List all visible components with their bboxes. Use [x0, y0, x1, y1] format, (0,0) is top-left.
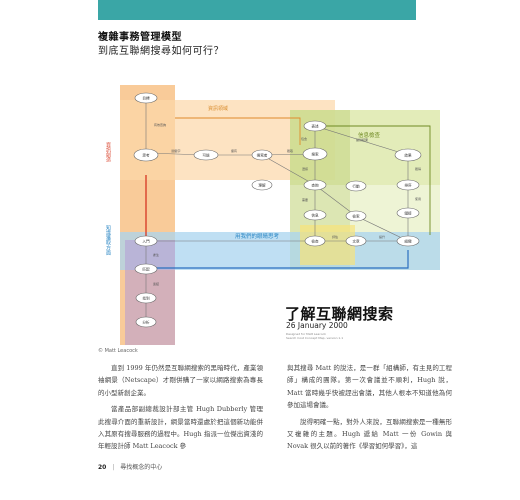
node-label: 信息 [311, 213, 319, 218]
paragraph: 當產品部副總裁設計部主管 Hugh Dubberly 管理此搜尋介面的重新設計，… [98, 405, 263, 451]
paragraph: 直到 1999 年仍然是互聯網搜索的黑暗時代，產業領袖網景（Netscape）才… [98, 364, 263, 397]
region-label-info-creation: 資訊創造 [105, 141, 111, 163]
edge-label: 有效查詢 [154, 122, 166, 127]
concept-node [135, 292, 157, 304]
concept-node [396, 179, 420, 191]
concept-node [133, 148, 159, 162]
node-label: 匹配 [142, 267, 150, 272]
green-flow-line [315, 125, 431, 235]
section-title: 複雜事務管理模型 [98, 32, 182, 43]
node-label: 結果 [404, 153, 412, 158]
footer-separator: | [112, 464, 115, 471]
edge-label: 獲得 [415, 166, 421, 171]
chapter-title: 尋找概念的中心 [120, 464, 163, 471]
link [314, 184, 357, 217]
paragraph: 與其搜尋 Matt 的說法，是一群「組構師，有主見的工程師」構成的團隊。第一次會… [287, 364, 452, 410]
node-label: 分析 [142, 320, 150, 325]
concept-node [134, 92, 158, 104]
section-subtitle: 到底互聯網搜尋如何可行？ [98, 46, 224, 57]
concept-nodes: 目標 思考 可能 搜索者 表述 搜索 查詢 信息 檢索 結果 排序 鏈接 [133, 92, 422, 328]
node-label: 排序 [404, 183, 412, 188]
orange-flow-line [175, 117, 301, 145]
article-date: 26 January 2000 [286, 321, 348, 330]
node-label: 組織 [404, 239, 412, 244]
edge-label: 需要 [302, 197, 308, 202]
node-label: 可能 [202, 153, 210, 158]
design-note-2: Search Cost Concept Map, version 1.1 [286, 336, 344, 340]
concept-node [193, 149, 219, 161]
edge-label: 獲取 [287, 148, 293, 153]
concept-node [304, 235, 326, 247]
node-label: 文章 [352, 239, 360, 244]
region-label-knowledge: 知識獲取方面 [105, 224, 111, 256]
concept-node [394, 148, 422, 162]
design-note-1: Designed for Matt Leacock [286, 332, 327, 336]
image-credit: © Matt Leacock [98, 348, 138, 354]
edge-label: 連結 [153, 281, 159, 286]
section-color-bar [98, 0, 416, 20]
page-number: 20 [98, 464, 107, 471]
edge-label: 關鍵字 [171, 148, 180, 153]
node-label: 表述 [311, 124, 319, 129]
concept-node [134, 235, 158, 247]
concept-node [303, 179, 327, 191]
node-label: 理解 [258, 183, 266, 188]
region-purple-column [125, 240, 175, 345]
node-label: 搜索者 [257, 153, 268, 158]
link [261, 154, 316, 186]
paragraph: 說得明確一點，對外人來說，互聯網搜索是一種無形又複雜的主題。Hugh 遞給 Ma… [287, 417, 452, 451]
edge-label: 產生 [153, 252, 159, 257]
region-label-info-domain: 資訊領域 [208, 105, 228, 112]
node-label: 鏈接 [404, 211, 412, 216]
body-column-left: 直到 1999 年仍然是互聯網搜索的黑暗時代，產業領袖網景（Netscape）才… [98, 362, 263, 457]
edge-label: 使用 [415, 196, 421, 201]
link [314, 125, 409, 156]
concept-node [303, 120, 327, 132]
link [355, 215, 409, 242]
concept-node [135, 316, 157, 328]
concept-node [345, 210, 367, 222]
node-label: 找到 [142, 296, 150, 301]
node-label: 查詢 [311, 183, 319, 188]
article-title: 了解互聯網搜索 [285, 305, 394, 323]
node-label: 檢查 [311, 239, 319, 244]
node-label: 檢索 [352, 214, 360, 219]
node-label: 搜索 [311, 152, 319, 157]
concept-node [251, 149, 273, 161]
node-label: 行動 [352, 184, 360, 189]
concept-node [345, 180, 367, 192]
page-footer: 20 | 尋找概念的中心 [98, 462, 162, 471]
node-label: 入門 [142, 239, 150, 244]
concept-node [251, 179, 273, 191]
node-label: 目標 [142, 96, 150, 101]
edge-label: 選擇 [302, 166, 308, 171]
region-label-eyes-thinking: 用我們的眼睛思考 [235, 232, 280, 240]
edge-label: 擁有 [231, 148, 237, 153]
concept-node [345, 235, 367, 247]
concept-node [396, 207, 420, 219]
edge-label: 包含 [301, 136, 307, 141]
edge-labels: 有效查詢 關鍵字 擁有 獲取 包含 提供結果 選擇 需要 獲得 使用 評估 提升… [153, 122, 421, 286]
body-column-right: 與其搜尋 Matt 的說法，是一群「組構師，有主見的工程師」構成的團隊。第一次會… [287, 362, 452, 457]
blue-feedback-line [156, 250, 409, 269]
edge-label: 提升 [379, 234, 385, 239]
region-label-info-check: 信息檢查 [358, 131, 381, 139]
edge-label: 提供結果 [356, 137, 368, 142]
concept-node [134, 263, 158, 275]
concept-node [302, 147, 328, 161]
concept-node [303, 209, 327, 221]
edge-label: 評估 [332, 234, 338, 239]
concept-node [396, 235, 420, 247]
node-label: 思考 [142, 153, 150, 158]
